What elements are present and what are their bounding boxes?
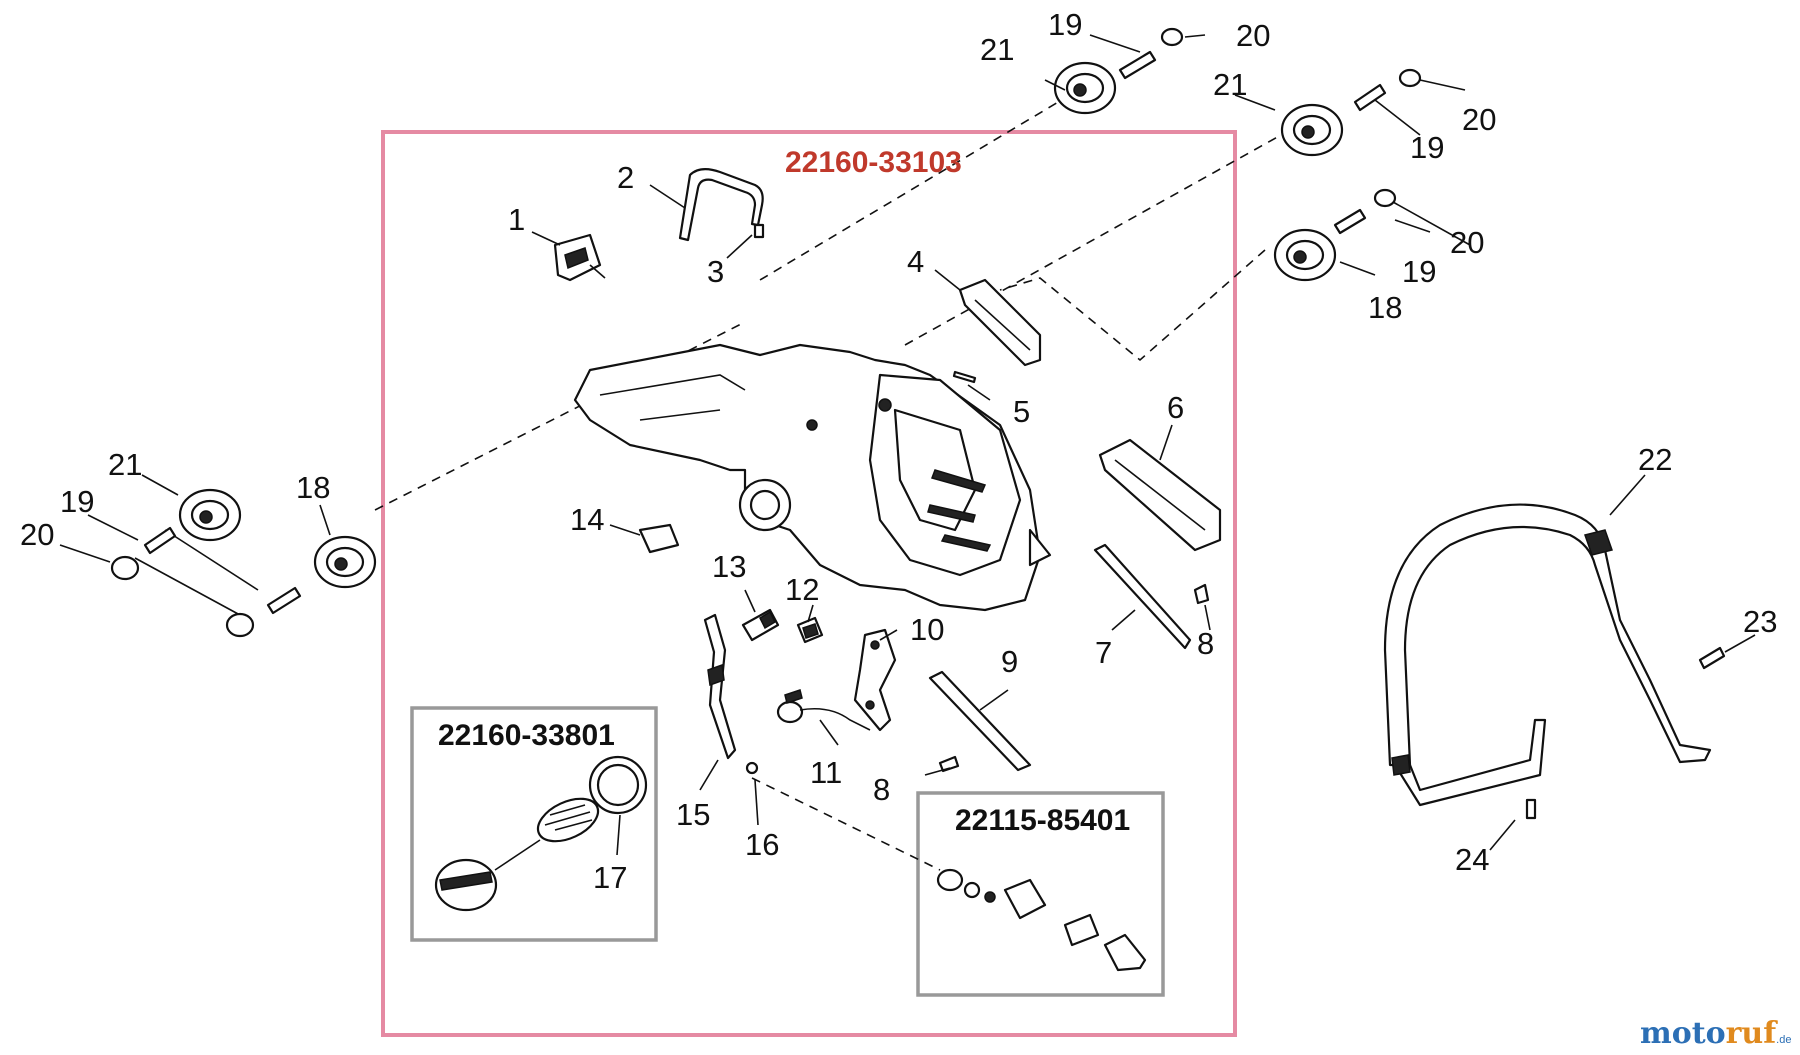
callout-2: 2 <box>617 160 634 195</box>
part-10-lever <box>853 628 897 732</box>
part-15-oil-hose <box>703 613 737 760</box>
main-assembly-partno: 22160-33103 <box>785 146 962 179</box>
washer-20-top <box>1160 27 1184 47</box>
callout-6: 6 <box>1167 390 1184 425</box>
callout-3: 3 <box>707 254 724 289</box>
leader-lines <box>59 34 1756 856</box>
assembly-line-left-cushion <box>134 557 241 616</box>
washer-20-right <box>1398 68 1422 88</box>
part-4-guide <box>958 278 1042 367</box>
callout-20-top: 20 <box>1236 18 1270 53</box>
cushion-21-right <box>1280 103 1344 157</box>
callout-19-left: 19 <box>60 484 94 519</box>
part-23-screw <box>1698 646 1726 670</box>
callout-20-right-lower: 20 <box>1450 225 1484 260</box>
bolt-19-right <box>1353 83 1387 112</box>
cushion-18-right <box>1273 228 1337 282</box>
callout-8b: 8 <box>873 772 890 807</box>
part-13-fitting <box>741 608 780 642</box>
callout-21-top: 21 <box>980 32 1014 67</box>
callout-16: 16 <box>745 827 779 862</box>
callout-4: 4 <box>907 244 924 279</box>
part-22-front-handle <box>1383 503 1712 807</box>
callout-13: 13 <box>712 549 746 584</box>
svg-text:motoruf.de: motoruf.de <box>1640 1016 1791 1051</box>
callout-20-right: 20 <box>1462 102 1496 137</box>
cap-assembly-frame <box>410 706 658 942</box>
cushion-21-left <box>178 488 242 542</box>
pump-assembly-partno: 22115-85401 <box>955 804 1130 837</box>
pump-assembly-parts <box>936 868 1147 972</box>
assembly-line-right-mount <box>904 129 1291 346</box>
callout-10: 10 <box>910 612 944 647</box>
part-11-spring <box>776 689 871 731</box>
bolt-19-left <box>143 526 177 555</box>
assembly-line-top-mount <box>759 94 1071 281</box>
callout-21-right: 21 <box>1213 67 1247 102</box>
main-housing <box>573 343 1052 612</box>
cushion-18-left <box>313 535 377 589</box>
callout-12: 12 <box>785 572 819 607</box>
part-2-pipe <box>678 168 764 242</box>
assembly-line-left-mount <box>374 321 746 511</box>
assembly-line-left-cushion-2 <box>164 529 259 591</box>
part-7-plate <box>1093 543 1192 650</box>
part-1-cover <box>553 233 606 282</box>
callout-18-right: 18 <box>1368 290 1402 325</box>
callout-20-left: 20 <box>20 517 54 552</box>
callout-9: 9 <box>1001 644 1018 679</box>
callout-23: 23 <box>1743 604 1777 639</box>
callout-14: 14 <box>570 502 604 537</box>
part-9-strip <box>928 670 1032 772</box>
callout-19-top: 19 <box>1048 7 1082 42</box>
callout-18-left: 18 <box>296 470 330 505</box>
main-assembly-frame <box>381 130 1237 1037</box>
pump-assembly-frame <box>916 791 1165 997</box>
part-12-nut <box>796 616 824 644</box>
part-14-grommet <box>638 523 680 554</box>
callout-8a: 8 <box>1197 626 1214 661</box>
callout-24: 24 <box>1455 842 1489 877</box>
part-8b-screw <box>938 755 960 773</box>
washer-20-left-lower <box>225 612 255 638</box>
callout-19-right: 19 <box>1410 130 1444 165</box>
cap-assembly-parts <box>434 755 648 912</box>
callout-7: 7 <box>1095 635 1112 670</box>
callout-19-right-lower: 19 <box>1402 254 1436 289</box>
callout-15: 15 <box>676 797 710 832</box>
callout-11: 11 <box>810 755 842 790</box>
callout-17: 17 <box>593 860 627 895</box>
assembly-line-right-lower <box>999 249 1266 362</box>
part-5-screw <box>952 370 977 384</box>
washer-20-left <box>110 555 140 581</box>
bolt-19-left-lower <box>266 586 302 615</box>
bolt-19-top <box>1118 50 1157 80</box>
part-24-bolt <box>1525 798 1537 820</box>
part-3-clip <box>753 223 765 239</box>
callout-22: 22 <box>1638 442 1672 477</box>
washer-20-right-lower <box>1373 188 1397 208</box>
cap-assembly-partno: 22160-33801 <box>438 719 615 752</box>
assembly-line-oil-pump <box>751 777 941 871</box>
callout-5: 5 <box>1013 394 1030 429</box>
watermark-logo: motoruf.de <box>1640 1016 1791 1051</box>
part-8a-screw <box>1193 583 1210 605</box>
cushion-21-top <box>1053 61 1117 115</box>
callout-21-left: 21 <box>108 447 142 482</box>
part-16-filter <box>745 761 759 775</box>
part-6-rail <box>1098 438 1222 552</box>
callout-1: 1 <box>508 202 525 237</box>
bolt-19-right-lower <box>1333 208 1367 235</box>
